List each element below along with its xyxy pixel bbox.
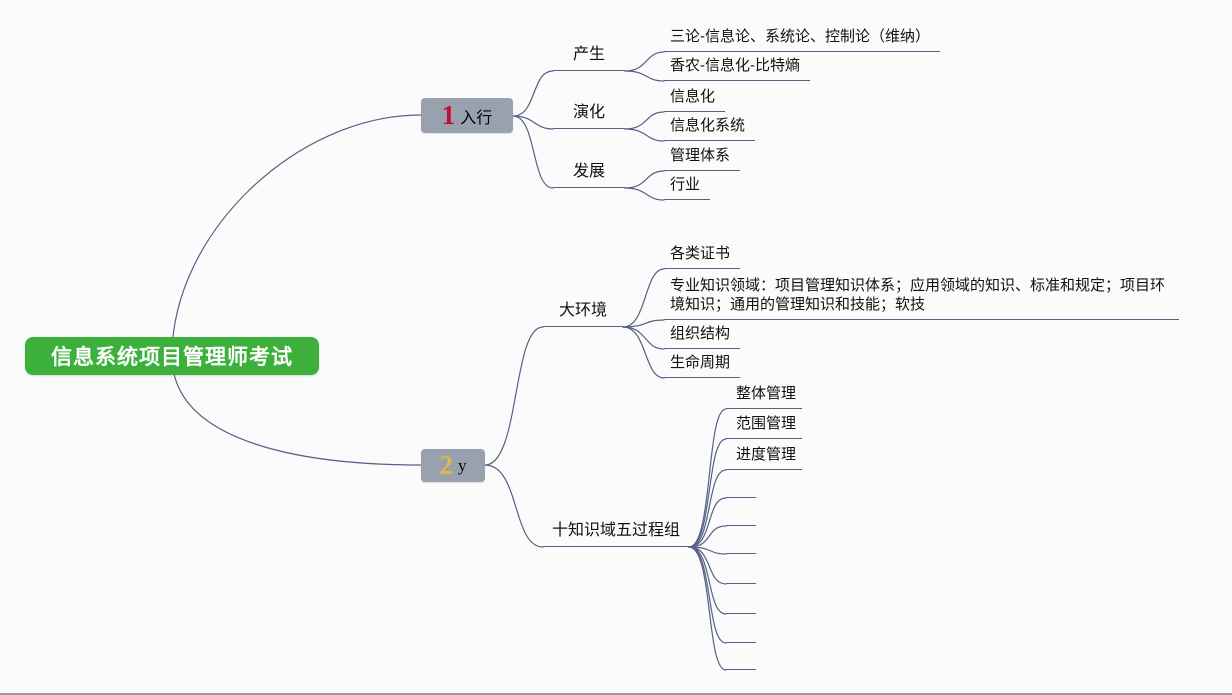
root-topic[interactable]: 信息系统项目管理师考试 bbox=[25, 337, 319, 375]
leaf-zhengti-guanli[interactable]: 整体管理 bbox=[726, 384, 802, 409]
window-bottom-edge bbox=[0, 693, 1232, 695]
connector bbox=[624, 70, 665, 82]
connector bbox=[622, 326, 665, 379]
connector bbox=[512, 70, 554, 117]
empty-topic[interactable] bbox=[726, 512, 756, 526]
empty-topic[interactable] bbox=[726, 656, 756, 670]
leaf-shengmingzhouqi[interactable]: 生命周期 bbox=[664, 353, 741, 378]
leaf-xinxihua-xitong[interactable]: 信息化系统 bbox=[664, 116, 756, 141]
connector bbox=[688, 546, 727, 671]
connector bbox=[622, 326, 665, 350]
connector bbox=[688, 469, 727, 548]
connector bbox=[622, 268, 665, 328]
connector bbox=[624, 187, 665, 201]
empty-topic[interactable] bbox=[726, 540, 756, 554]
leaf-fanwei-guanli[interactable]: 范围管理 bbox=[726, 414, 802, 439]
connector bbox=[688, 408, 727, 548]
connector bbox=[688, 497, 727, 548]
branch2-number: 2 bbox=[439, 450, 454, 480]
leaf-xinxihua[interactable]: 信息化 bbox=[664, 87, 726, 112]
connector bbox=[688, 438, 727, 548]
connector bbox=[688, 546, 727, 585]
branch2-label: y bbox=[458, 455, 467, 475]
branch1-label: 入行 bbox=[460, 109, 493, 127]
connector bbox=[512, 115, 554, 189]
connector bbox=[622, 319, 665, 328]
topic-yanhua[interactable]: 演化 bbox=[553, 102, 625, 129]
empty-topic[interactable] bbox=[726, 629, 756, 643]
connector bbox=[624, 51, 665, 72]
leaf-jindu-guanli[interactable]: 进度管理 bbox=[726, 445, 802, 470]
leaf-sanlun[interactable]: 三论-信息论、系统论、控制论（维纳） bbox=[664, 27, 940, 52]
connector bbox=[624, 170, 665, 189]
connector bbox=[688, 546, 727, 555]
connector bbox=[688, 546, 727, 615]
branch1-topic[interactable]: 1 入行 bbox=[421, 98, 513, 133]
topic-dahuanjing[interactable]: 大环境 bbox=[543, 300, 623, 327]
connector bbox=[624, 111, 665, 130]
connector bbox=[171, 114, 422, 357]
branch2-topic[interactable]: 2 y bbox=[421, 449, 485, 482]
empty-topic[interactable] bbox=[726, 484, 756, 498]
topic-fazhan[interactable]: 发展 bbox=[553, 161, 625, 188]
leaf-guanli-tixi[interactable]: 管理体系 bbox=[664, 146, 741, 171]
connector bbox=[512, 115, 554, 130]
leaf-hangye[interactable]: 行业 bbox=[664, 175, 711, 200]
root-topic-label: 信息系统项目管理师考试 bbox=[51, 346, 293, 369]
connector bbox=[688, 525, 727, 548]
empty-topic[interactable] bbox=[726, 570, 756, 584]
empty-topic[interactable] bbox=[726, 600, 756, 614]
connector bbox=[484, 326, 544, 466]
connector bbox=[624, 128, 665, 142]
leaf-zuzhijiegou[interactable]: 组织结构 bbox=[664, 324, 741, 349]
leaf-geleizhengshu[interactable]: 各类证书 bbox=[664, 244, 741, 269]
leaf-xiangnong[interactable]: 香农-信息化-比特熵 bbox=[664, 56, 810, 81]
connector bbox=[484, 464, 544, 548]
branch1-number: 1 bbox=[441, 100, 456, 130]
topic-shizhishiyuwuguochengzu[interactable]: 十知识域五过程组 bbox=[543, 520, 689, 547]
topic-chansheng[interactable]: 产生 bbox=[553, 44, 625, 71]
connector bbox=[688, 546, 727, 644]
leaf-zhuanye-zhishi-lingyu[interactable]: 专业知识领域：项目管理知识体系；应用领域的知识、标准和规定；项目环境知识；通用的… bbox=[664, 276, 1179, 320]
